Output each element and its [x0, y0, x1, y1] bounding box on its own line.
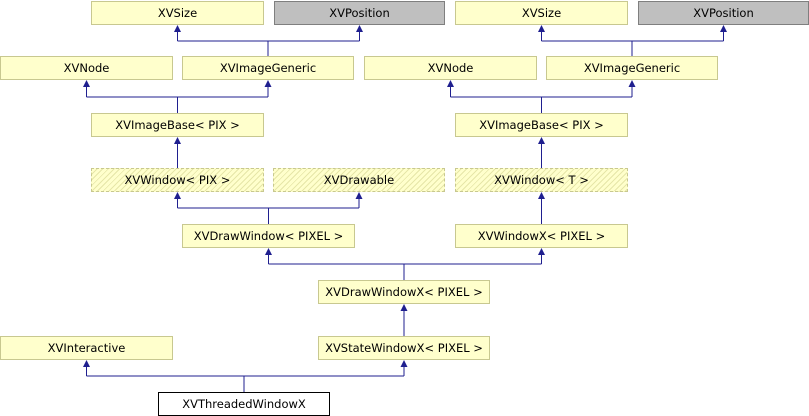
node-xvinteractive[interactable]: XVInteractive — [0, 336, 173, 360]
node-xvwindow-pix[interactable]: XVWindow< PIX > — [91, 168, 264, 192]
node-xvposition-b[interactable]: XVPosition — [638, 1, 809, 25]
edge-xvimagebase-b-to-xvnode-b-arrow — [447, 80, 454, 87]
edge-xvwindow-t-to-xvimagebase-b-arrow — [538, 137, 545, 144]
edge-xvstatewindowx-to-xvdrawwindowx-arrow — [400, 304, 408, 311]
edge-xvwindowx-to-xvwindow-t-arrow — [538, 192, 545, 199]
node-xvdrawwindow[interactable]: XVDrawWindow< PIXEL > — [182, 224, 355, 248]
node-xvwindowx[interactable]: XVWindowX< PIXEL > — [455, 224, 628, 248]
edge-xvdrawwindowx-to-xvwindowx-arrow — [538, 248, 545, 255]
node-xvnode-b[interactable]: XVNode — [364, 56, 537, 80]
edge-xvwindow-pix-to-xvimagebase-a-arrow — [174, 137, 181, 144]
node-xvposition-a[interactable]: XVPosition — [274, 1, 445, 25]
edge-xvimagegeneric-a-to-xvposition-a-arrow — [356, 25, 363, 32]
node-xvimagegeneric-b[interactable]: XVImageGeneric — [546, 56, 718, 80]
edge-xvimagebase-a-to-xvimagegeneric-a-arrow — [264, 80, 272, 87]
edge-xvimagegeneric-b-to-xvsize-b-arrow — [538, 25, 545, 32]
node-xvsize-a[interactable]: XVSize — [91, 1, 264, 25]
node-xvnode-a[interactable]: XVNode — [0, 56, 173, 80]
edge-xvdrawwindowx-to-xvdrawwindow-arrow — [265, 248, 272, 255]
edge-xvimagebase-a-to-xvnode-a-arrow — [83, 80, 90, 87]
node-xvimagebase-b[interactable]: XVImageBase< PIX > — [455, 113, 628, 137]
node-xvimagebase-a[interactable]: XVImageBase< PIX > — [91, 113, 264, 137]
node-xvsize-b[interactable]: XVSize — [455, 1, 628, 25]
edge-xvdrawwindow-to-xvdrawable-arrow — [355, 192, 363, 199]
edge-xvimagebase-b-to-xvimagegeneric-b-arrow — [628, 80, 636, 87]
edge-xvthreadedwindowx-to-xvstatewindowx-arrow — [400, 360, 408, 367]
edge-xvimagegeneric-a-to-xvsize-a-arrow — [174, 25, 181, 32]
node-xvthreadedwindowx[interactable]: XVThreadedWindowX — [158, 392, 330, 416]
node-xvdrawwindowx[interactable]: XVDrawWindowX< PIXEL > — [318, 280, 490, 304]
node-xvimagegeneric-a[interactable]: XVImageGeneric — [182, 56, 354, 80]
node-xvwindow-t[interactable]: XVWindow< T > — [455, 168, 628, 192]
edge-xvdrawwindow-to-xvwindow-pix-arrow — [174, 192, 181, 199]
edge-xvimagegeneric-b-to-xvposition-b-arrow — [720, 25, 727, 32]
edge-xvthreadedwindowx-to-xvinteractive-arrow — [83, 360, 90, 367]
node-xvstatewindowx[interactable]: XVStateWindowX< PIXEL > — [318, 336, 490, 360]
node-xvdrawable[interactable]: XVDrawable — [273, 168, 445, 192]
